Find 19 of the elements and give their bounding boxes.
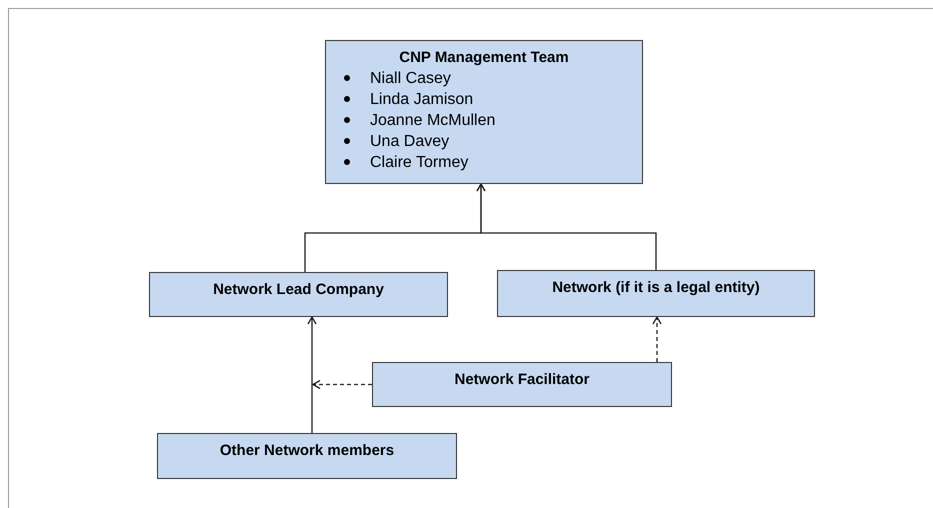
box-title: CNP Management Team xyxy=(399,49,569,68)
member-name: Claire Tormey xyxy=(370,152,468,173)
member-name: Linda Jamison xyxy=(370,90,474,110)
box-title: Network (if it is a legal entity) xyxy=(552,279,760,298)
member-name: Niall Casey xyxy=(370,68,451,89)
org-box xyxy=(372,362,672,407)
box-title: Network Lead Company xyxy=(213,281,384,300)
member-name: Una Davey xyxy=(370,132,450,152)
arrow xyxy=(307,316,317,433)
org-box xyxy=(325,40,643,184)
member-name: Joanne McMullen xyxy=(370,110,496,131)
box-title: Other Network members xyxy=(220,442,394,461)
box-title: Network Facilitator xyxy=(454,371,590,390)
arrow xyxy=(476,183,657,270)
org-box xyxy=(149,272,448,317)
org-box xyxy=(497,270,815,317)
org-box xyxy=(157,433,457,479)
arrow xyxy=(652,316,662,362)
arrow xyxy=(312,380,372,390)
